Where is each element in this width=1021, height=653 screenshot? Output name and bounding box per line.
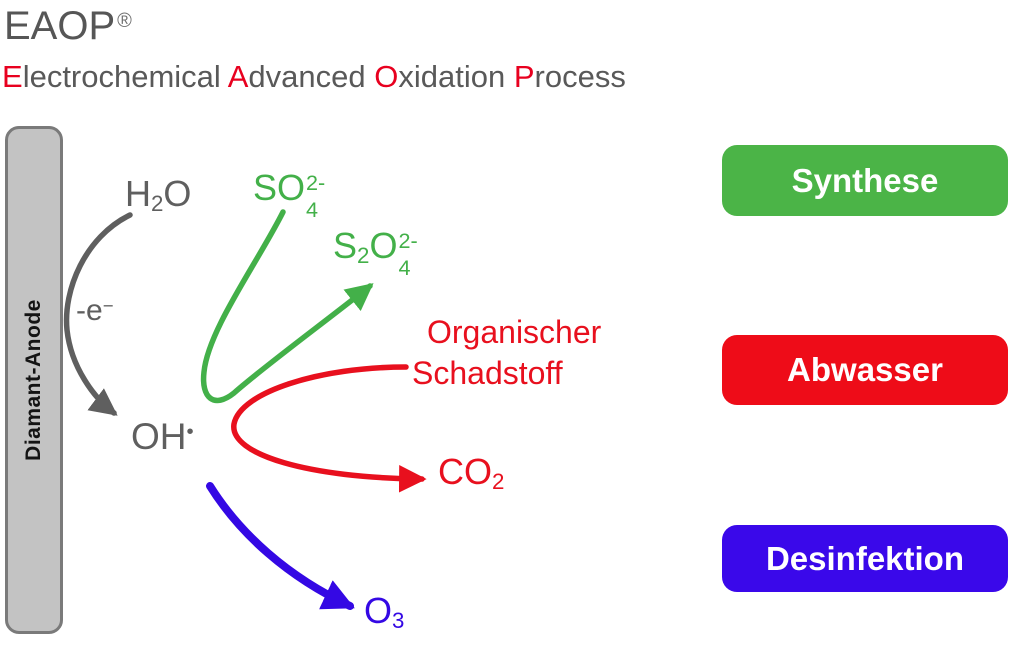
synthese-button-label: Synthese — [791, 161, 939, 199]
electron-loss-label: -e− — [76, 294, 114, 327]
abwasser-button-label: Abwasser — [787, 351, 943, 388]
oh-to-o3-arrow — [206, 482, 355, 610]
abwasser-button[interactable]: Abwasser — [722, 335, 1008, 405]
co2-label: CO2 — [438, 451, 505, 494]
organic-pollutant-label: Organischer Schadstoff — [412, 314, 602, 391]
synthese-button[interactable]: Synthese — [722, 145, 1008, 216]
h2o-label: H2O — [125, 173, 192, 216]
page-title: EAOP® — [4, 4, 132, 49]
hydroxyl-radical-label: OH• — [131, 416, 194, 457]
so4-to-s2o4-arrow — [200, 209, 374, 404]
pollutant-to-co2-arrow — [231, 364, 427, 493]
registered-mark: ® — [117, 9, 132, 32]
desinfektion-button[interactable]: Desinfektion — [722, 525, 1008, 592]
desinfektion-button-label: Desinfektion — [765, 539, 965, 577]
page-subtitle: Electrochemical Advanced Oxidation Proce… — [2, 59, 626, 94]
h2o-to-oh-arrow — [63, 212, 133, 416]
ozone-label: O3 — [364, 590, 405, 633]
diamond-anode-bar: Diamant-Anode — [5, 126, 63, 634]
title-text: EAOP — [4, 4, 116, 48]
